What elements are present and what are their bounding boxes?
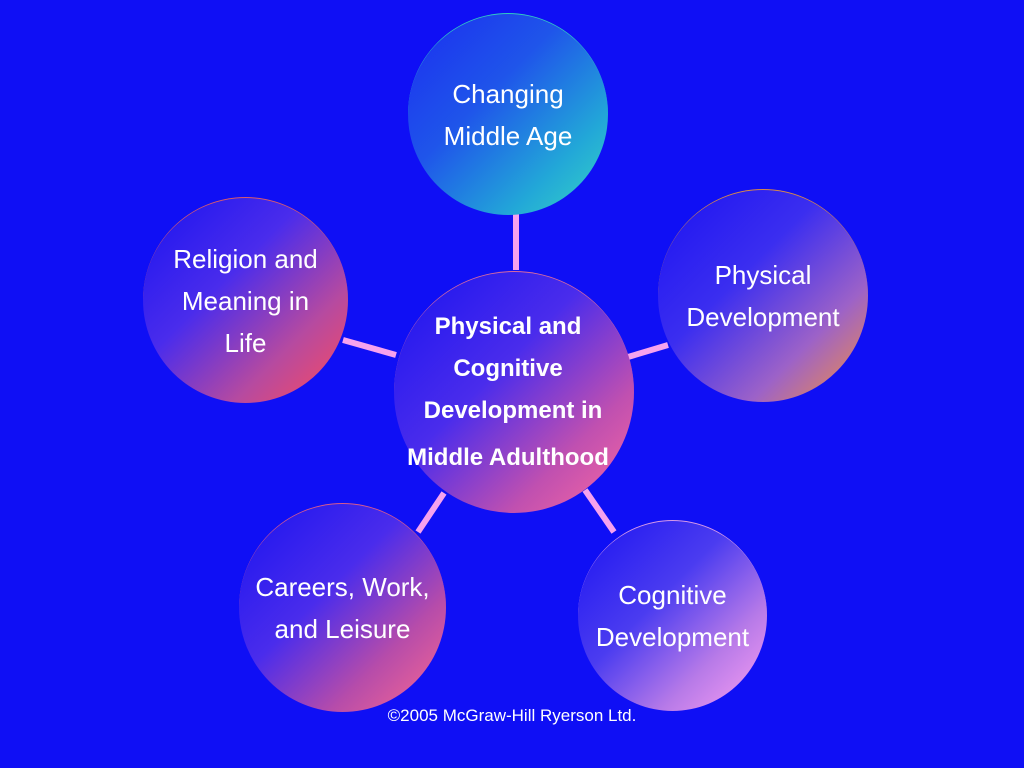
- node-label-careers-work-leisure: Careers, Work, and Leisure: [255, 572, 430, 644]
- connector-careers: [415, 491, 447, 534]
- copyright-footer: ©2005 McGraw-Hill Ryerson Ltd.: [387, 706, 637, 725]
- connector-physical: [627, 342, 669, 360]
- node-cognitive-development: Cognitive Development: [578, 520, 767, 711]
- connector-cognitive: [582, 488, 617, 534]
- node-physical-development: Physical Development: [658, 189, 868, 402]
- node-changing-middle-age: Changing Middle Age: [408, 13, 608, 215]
- connector-religion: [342, 337, 397, 358]
- node-careers-work-leisure: Careers, Work, and Leisure: [239, 503, 446, 712]
- node-label-religion-meaning: Religion and Meaning in Life: [173, 243, 318, 358]
- node-label-cognitive-development: Cognitive Development: [595, 580, 750, 652]
- node-label-physical-development: Physical Development: [686, 260, 840, 332]
- node-religion-meaning: Religion and Meaning in Life: [143, 197, 348, 403]
- node-center-topic: [394, 271, 634, 513]
- node-label-changing-middle-age: Changing Middle Age: [443, 78, 573, 151]
